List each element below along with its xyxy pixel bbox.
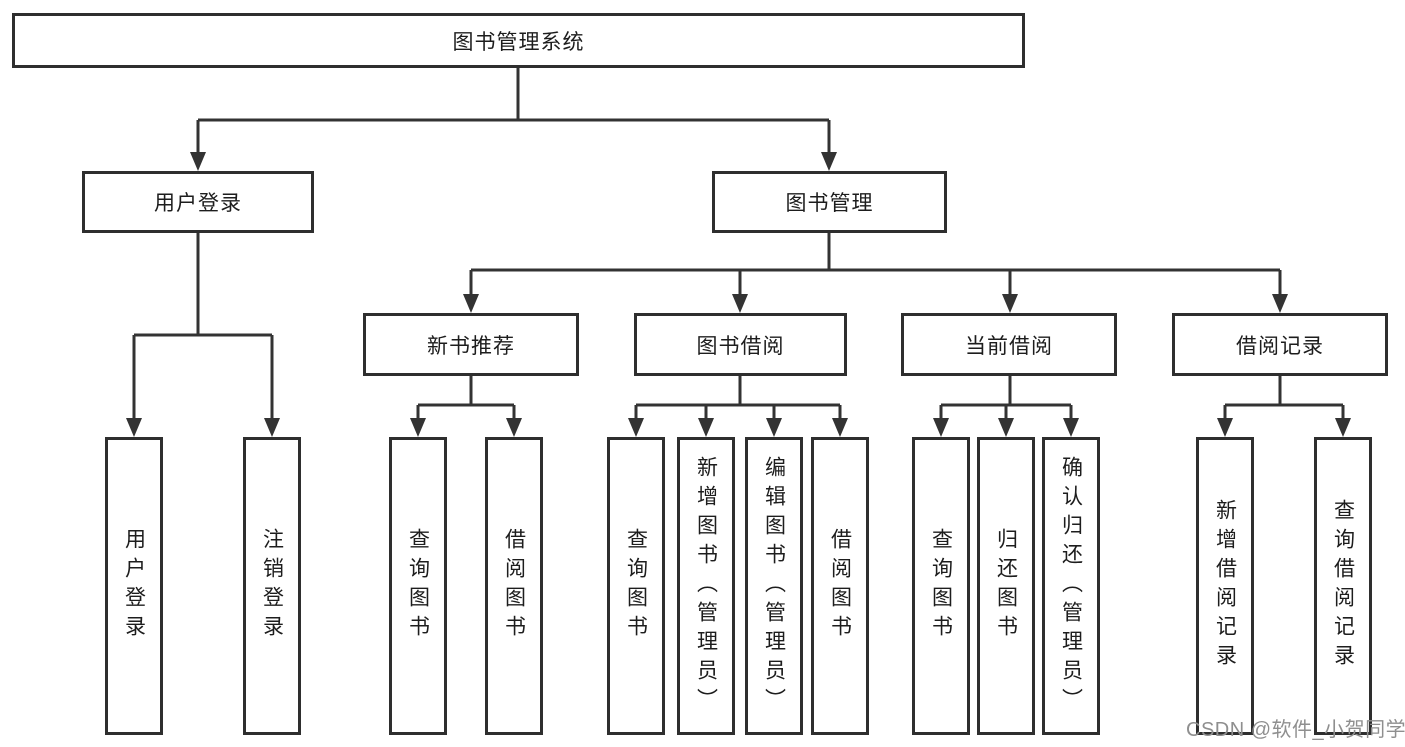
leaf-label: 注销登录 — [260, 528, 284, 644]
node-leaf-borrow-books-recommend: 借阅图书 — [485, 437, 543, 735]
leaf-label: 查询图书 — [624, 528, 648, 644]
leaf-label: 查询图书 — [406, 528, 430, 644]
leaf-label: 新增图书（管理员） — [694, 455, 718, 717]
node-leaf-query-books-recommend: 查询图书 — [389, 437, 447, 735]
node-leaf-query-books-current: 查询图书 — [912, 437, 970, 735]
node-leaf-borrow-books-borrowing: 借阅图书 — [811, 437, 869, 735]
node-leaf-add-borrow-record: 新增借阅记录 — [1196, 437, 1254, 735]
node-leaf-add-books-admin: 新增图书（管理员） — [677, 437, 735, 735]
leaf-label: 新增借阅记录 — [1213, 499, 1237, 673]
leaf-label: 用户登录 — [122, 528, 146, 644]
node-new-book-recommendation: 新书推荐 — [363, 313, 579, 376]
leaf-label: 编辑图书（管理员） — [762, 455, 786, 717]
leaf-label: 归还图书 — [994, 528, 1018, 644]
node-leaf-edit-books-admin: 编辑图书（管理员） — [745, 437, 803, 735]
node-user-login: 用户登录 — [82, 171, 314, 233]
node-current-borrowing: 当前借阅 — [901, 313, 1117, 376]
node-leaf-query-borrow-record: 查询借阅记录 — [1314, 437, 1372, 735]
leaf-label: 确认归还（管理员） — [1059, 455, 1083, 717]
leaf-label: 查询图书 — [929, 528, 953, 644]
node-borrowing-records: 借阅记录 — [1172, 313, 1388, 376]
watermark-csdn: CSDN @软件_小贺同学 — [1186, 719, 1405, 741]
node-leaf-confirm-return-admin: 确认归还（管理员） — [1042, 437, 1100, 735]
node-leaf-logout: 注销登录 — [243, 437, 301, 735]
leaf-label: 查询借阅记录 — [1331, 499, 1355, 673]
leaf-label: 借阅图书 — [502, 528, 526, 644]
node-book-borrowing: 图书借阅 — [634, 313, 847, 376]
node-leaf-query-books-borrowing: 查询图书 — [607, 437, 665, 735]
node-system-root: 图书管理系统 — [12, 13, 1025, 68]
node-leaf-user-login: 用户登录 — [105, 437, 163, 735]
node-leaf-return-books: 归还图书 — [977, 437, 1035, 735]
leaf-label: 借阅图书 — [828, 528, 852, 644]
node-book-management: 图书管理 — [712, 171, 947, 233]
